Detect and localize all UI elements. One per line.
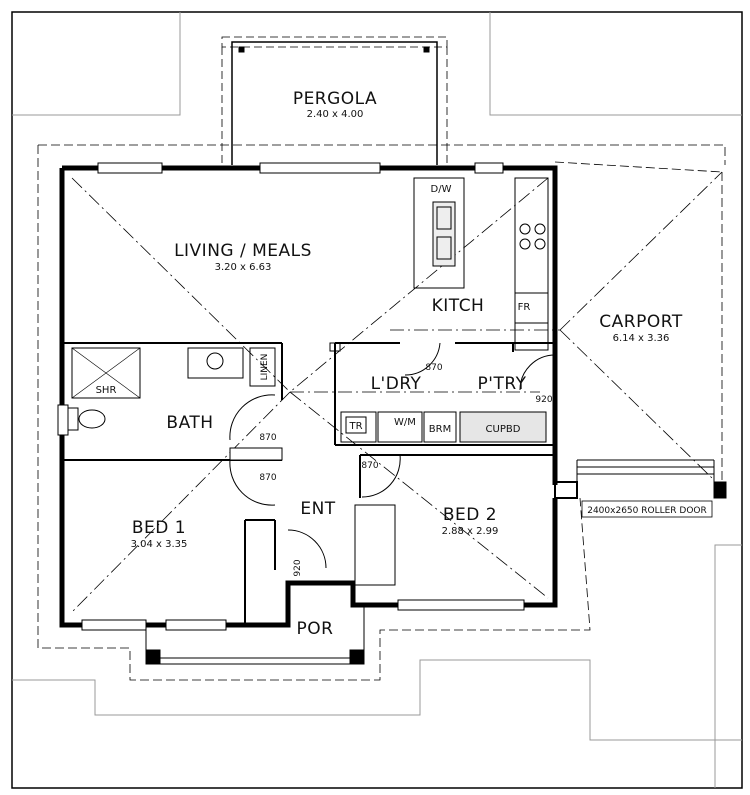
cupboard-label: CUPBD [486,424,521,435]
linen-label: LINEN [260,354,270,381]
pantry-label: P'TRY [478,374,527,394]
pergola-label: PERGOLA [293,89,377,109]
carport-dims: 6.14 x 3.36 [613,333,670,344]
bath-label: BATH [166,413,213,433]
carport-door-label: 2400x2650 ROLLER DOOR [587,506,707,516]
trough-label: TR [348,421,362,432]
door-swings [229,342,556,586]
bed1-door-width: 870 [259,473,276,483]
roof-outline [37,144,726,681]
shower-label: SHR [96,385,117,396]
entry-door-width: 920 [293,559,303,576]
laundry-door-width: 870 [425,363,442,373]
pergola-dims: 2.40 x 4.00 [307,109,364,120]
porch-structure [145,605,365,665]
roof-hip-lines [71,171,723,613]
living-dims: 3.20 x 6.63 [215,262,272,273]
kitchen-benches [413,177,549,351]
broom-label: BRM [429,424,451,435]
bed1-label: BED 1 [132,518,186,538]
bed2-door-width: 870 [361,461,378,471]
kitchen-label: KITCH [432,296,485,316]
laundry-fixtures [340,411,547,443]
entry-label: ENT [300,499,335,519]
drawing-border [11,11,743,789]
external-walls [59,165,558,628]
bed2-label: BED 2 [443,505,497,525]
pantry-door-width: 920 [535,395,552,405]
porch-label: POR [297,619,334,639]
pergola-structure [221,36,448,165]
laundry-label: L'DRY [371,374,422,394]
carport-structure [554,459,727,499]
washing-machine-label: W/M [394,417,416,428]
carport-label: CARPORT [599,312,683,332]
site-boundary-lines [12,12,742,788]
windows [57,162,525,631]
dishwasher-label: D/W [431,184,452,195]
bed1-dims: 3.04 x 3.35 [131,539,188,550]
carport-door-label-box [581,500,713,518]
bath-fixtures [67,347,276,431]
fridge-label: FR [518,302,531,313]
bath-door-width: 870 [259,433,276,443]
living-label: LIVING / MEALS [174,241,312,261]
bed2-dims: 2.88 x 2.99 [442,526,499,537]
